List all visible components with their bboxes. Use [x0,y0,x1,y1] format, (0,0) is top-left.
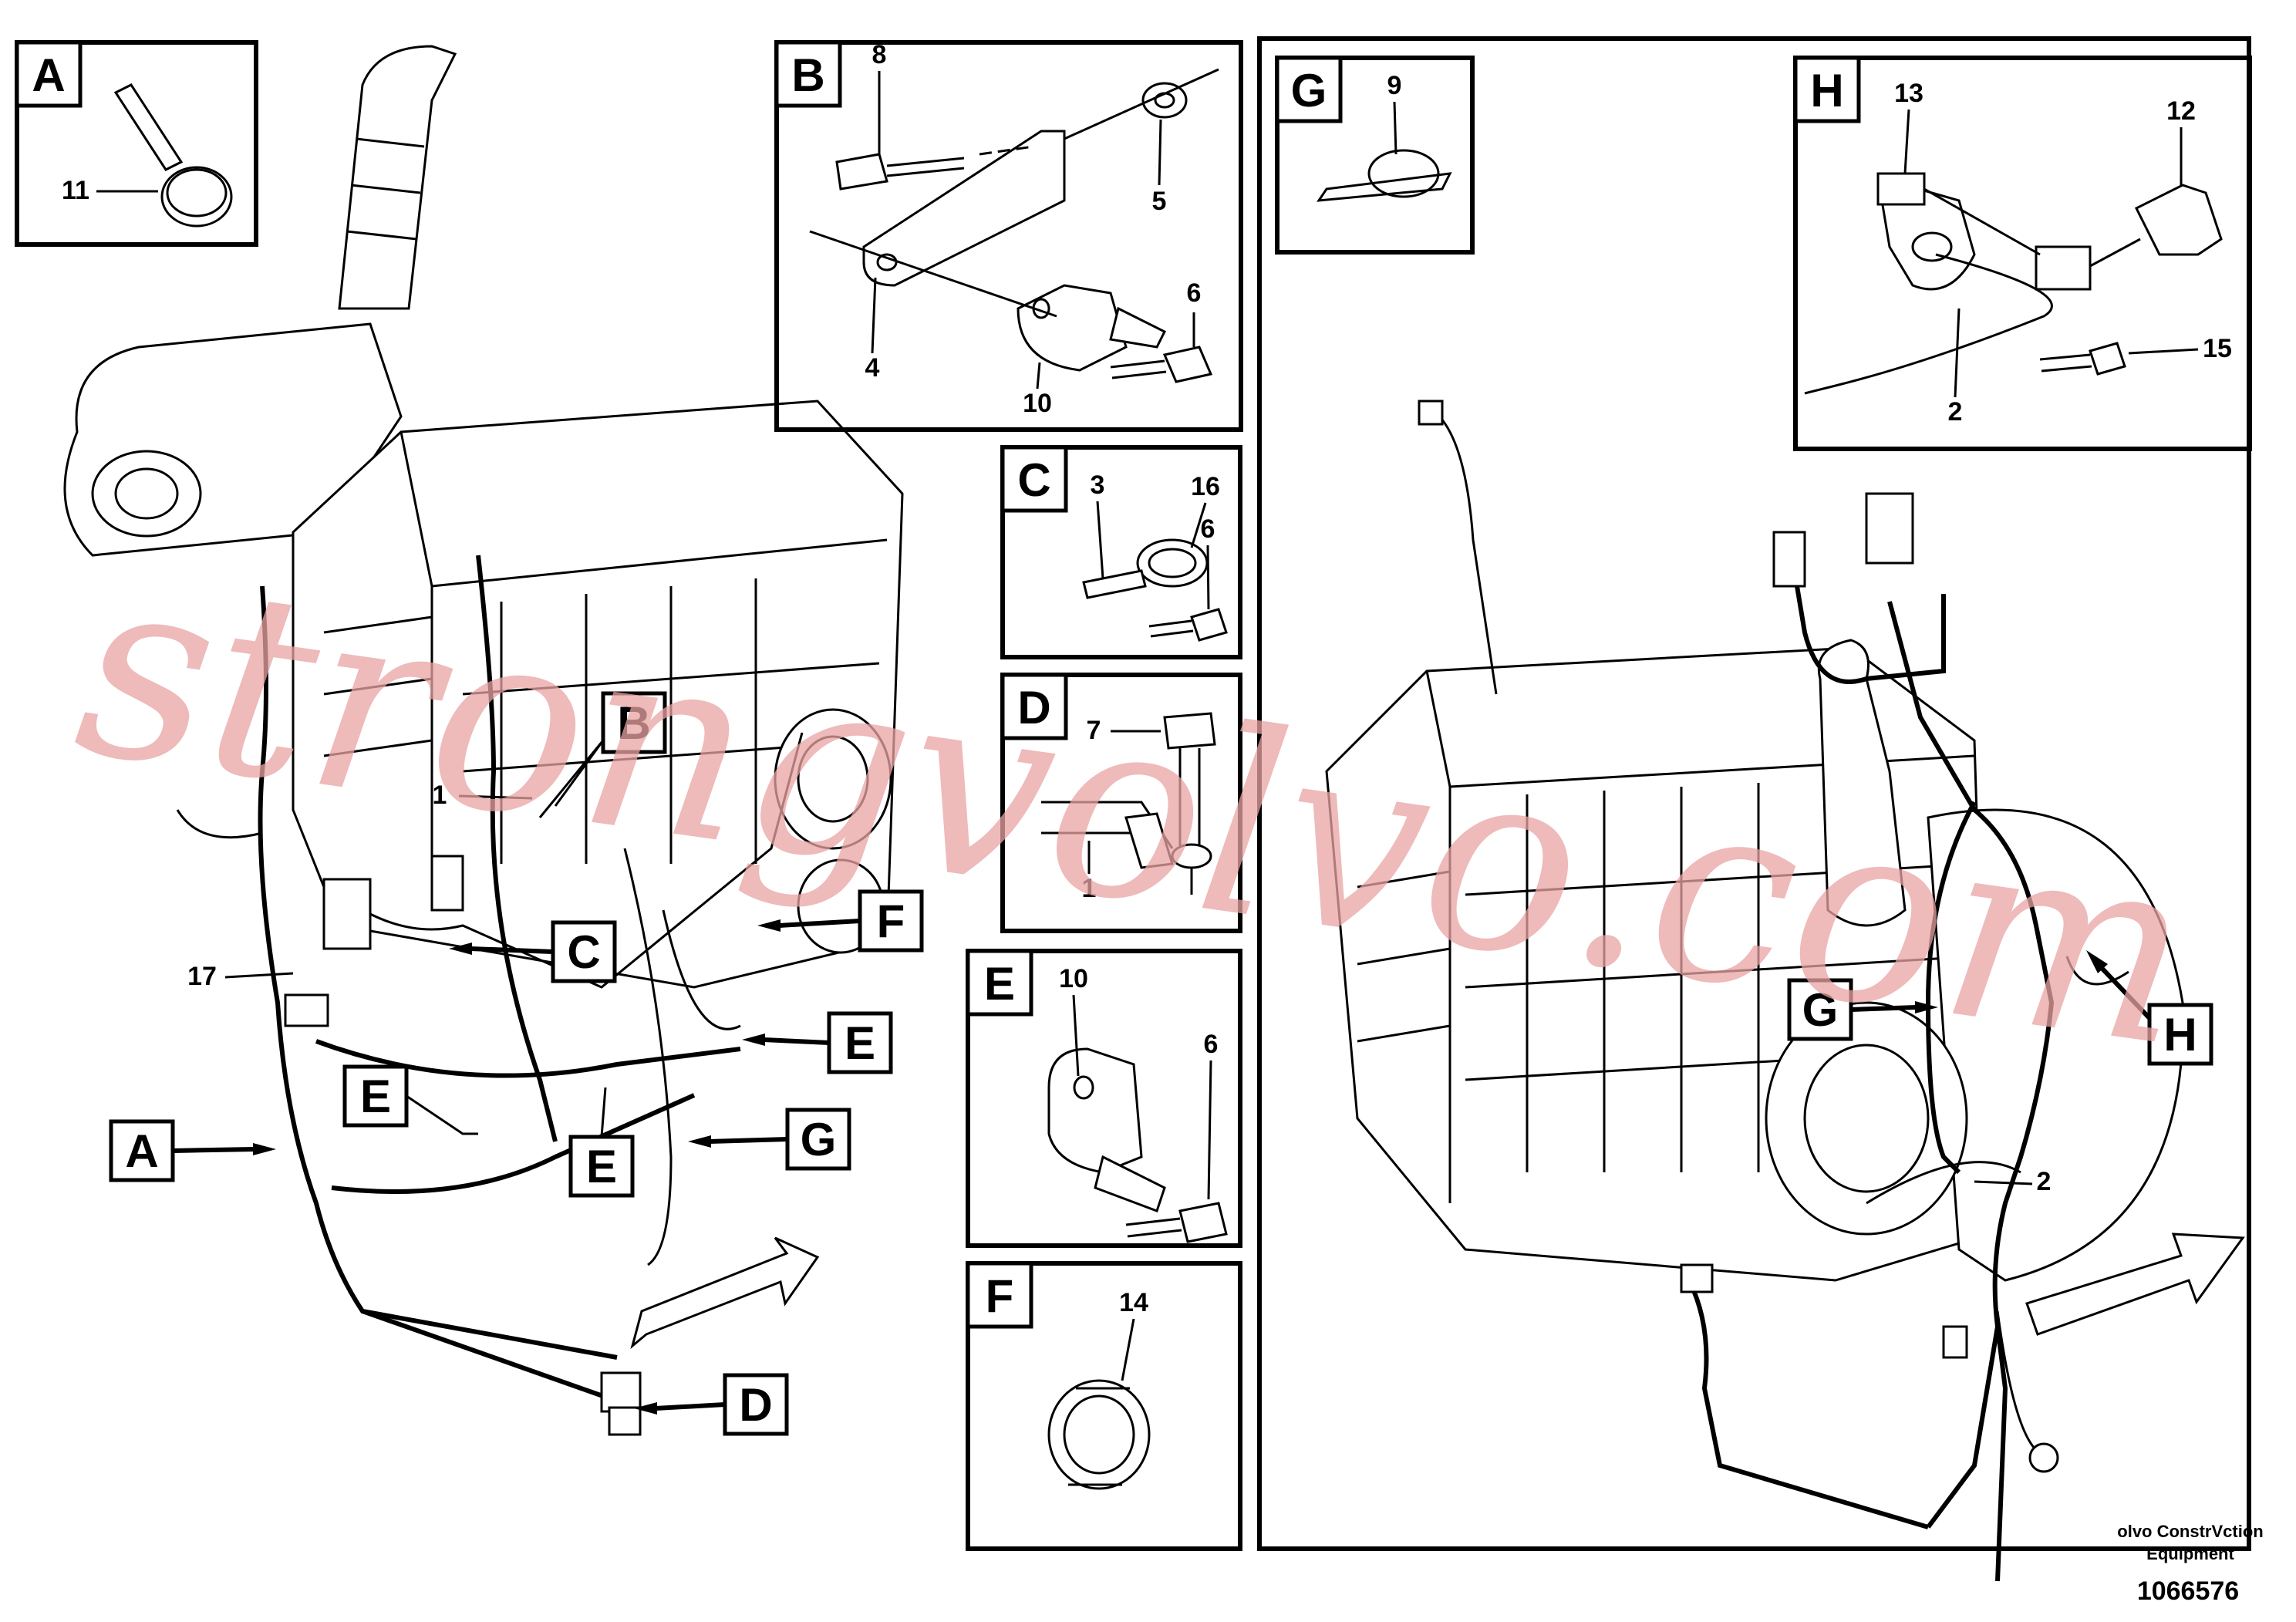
callout-A-tag: A [109,1119,276,1182]
detail-B-part-4: 4 [865,353,880,383]
connector-icon [2035,245,2092,291]
detail-B-letter: B [791,49,824,101]
callout-B-tag: B [538,691,667,818]
ground-bolt-icon [1163,712,1216,750]
detail-F-part-14: 14 [1119,1288,1148,1317]
cable-clip-icon [1047,1047,1143,1174]
detail-H-part-2: 2 [1948,397,1963,427]
detail-B-part-8: 8 [872,40,887,69]
document-number: 1066576 [2137,1576,2239,1606]
detail-box-F: F 14 [966,1261,1242,1551]
detail-C-part-6-c: 6 [1201,514,1215,544]
detail-C-part-16: 16 [1191,472,1220,501]
hose-clamp-icon [113,83,184,171]
detail-D-letter: D [1017,682,1050,733]
detail-E-letter: E [984,958,1015,1010]
right-view-frame [1257,36,2251,1551]
detail-C-letter: C [1017,454,1050,506]
callout-E-tag-center: E [568,1087,635,1198]
detail-E-part-10: 10 [1059,964,1088,993]
right-callouts: G H 2 [1787,950,2245,1336]
detail-H-letter: H [1810,65,1843,116]
direction-arrow-right [2025,1233,2245,1336]
credit-line-1: olvo ConstrVction [2117,1522,2263,1541]
detail-B-part-10: 10 [1023,389,1052,418]
callout-H-tag-right: H [2086,950,2213,1066]
detail-F-letter: F [986,1270,1014,1322]
callout-E-tag-left: E [342,1064,478,1135]
plug-icon [2134,184,2223,256]
detail-box-C: C 3 16 6 [1000,445,1242,659]
part-number-17: 17 [187,962,217,991]
detail-H-part-13: 13 [1894,79,1923,108]
left-engine-view [63,45,904,1436]
detail-box-D: D 7 1 [1000,673,1242,933]
callout-G-text: G [801,1114,837,1165]
callout-F-tag: F [757,889,924,953]
detail-H-part-12: 12 [2166,96,2196,126]
right-engine-view [1257,36,2251,1582]
callout-D-text: D [739,1379,772,1431]
callout-C-tag: C [449,920,617,983]
sensor-bracket-icon [1880,184,1976,291]
detail-D-part-7: 7 [1087,716,1101,745]
detail-A-letter: A [32,49,65,101]
callout-G-text-right: G [1802,984,1839,1036]
left-callouts: B C F E E E [109,691,924,1436]
callout-D-tag: D [634,1373,789,1436]
callout-E-tag-right: E [742,1011,893,1074]
callout-E-text-1: E [845,1017,875,1069]
credit-line-2: Equipment [2146,1544,2234,1563]
callout-B-text: B [617,697,650,749]
direction-arrow-left [630,1236,820,1350]
detail-C-part-3: 3 [1091,470,1105,500]
detail-E-part-6: 6 [1204,1030,1219,1059]
detail-H-part-15: 15 [2203,334,2232,363]
callout-C-text: C [567,926,600,978]
detail-box-B: B 8 5 6 4 10 [774,40,1243,432]
detail-box-G: G 9 [1275,56,1475,255]
detail-D-part-1: 1 [1082,874,1097,903]
detail-G-part-9: 9 [1387,71,1402,100]
clip-icon [1017,284,1128,372]
callout-A-text: A [125,1125,158,1177]
detail-B-part-6: 6 [1187,278,1202,308]
detail-B-part-5: 5 [1152,187,1167,216]
detail-A-part-11: 11 [62,176,89,205]
callout-F-text: F [877,895,905,947]
detail-box-A: A 11 [15,40,258,247]
spacer-icon [1141,82,1188,119]
callout-E-text-2: E [360,1071,391,1122]
detail-G-letter: G [1291,65,1327,116]
part-number-2-right: 2 [2037,1167,2052,1196]
part-number-1: 1 [433,781,447,810]
callout-G-tag-right: G [1787,978,1938,1041]
bracket-icon [862,130,1066,287]
callout-H-text-right: H [2163,1009,2197,1061]
callout-G-tag: G [688,1108,851,1171]
cable-tie-icon [1317,172,1452,202]
watermark-text: strongvolvo.com [62,515,2207,1104]
detail-box-E: E 10 6 [966,949,1242,1248]
callout-E-text-3: E [586,1141,617,1192]
bolt-icon [835,153,888,191]
detail-box-H: H 13 12 15 2 [1793,56,2252,451]
